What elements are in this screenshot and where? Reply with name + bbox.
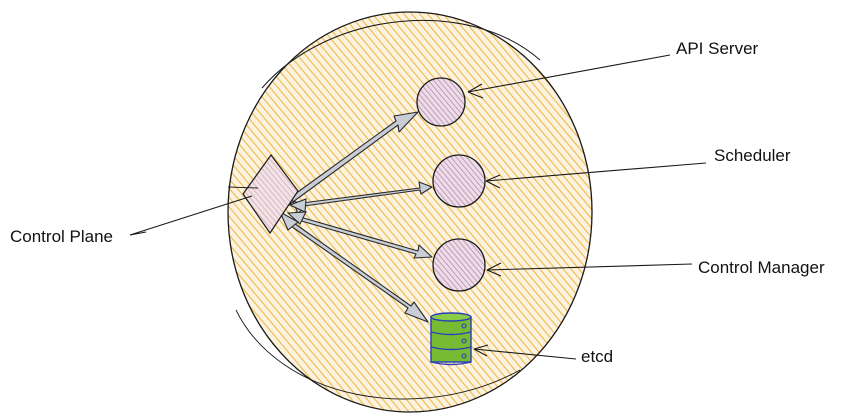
diamond-node-icon xyxy=(242,153,299,235)
api-server-node xyxy=(416,77,466,127)
database-cylinder-icon xyxy=(430,312,472,366)
pointer-api-server xyxy=(467,54,671,99)
api-server-label: API Server xyxy=(676,39,759,58)
pointer-scheduler xyxy=(485,162,707,189)
etcd-label: etcd xyxy=(581,347,614,366)
pointer-etcd xyxy=(473,344,577,360)
cluster-ellipse xyxy=(227,11,593,413)
control-plane-label: Control Plane xyxy=(10,227,114,246)
circle-node-icon xyxy=(432,154,486,208)
etcd-node xyxy=(430,312,472,366)
scheduler-node xyxy=(432,154,486,208)
scheduler-label: Scheduler xyxy=(714,146,791,165)
arrow-cp-scheduler xyxy=(288,181,433,213)
control-manager-label: Control Manager xyxy=(698,258,825,277)
arrow-cp-etcd xyxy=(278,210,429,323)
control-manager-node xyxy=(432,238,486,292)
pointer-control-plane xyxy=(129,195,253,236)
pointer-control-manager xyxy=(486,262,693,277)
circle-node-icon xyxy=(432,238,486,292)
circle-node-icon xyxy=(416,77,466,127)
control-plane-node xyxy=(227,153,299,235)
arrow-cp-control-manager xyxy=(286,211,433,259)
